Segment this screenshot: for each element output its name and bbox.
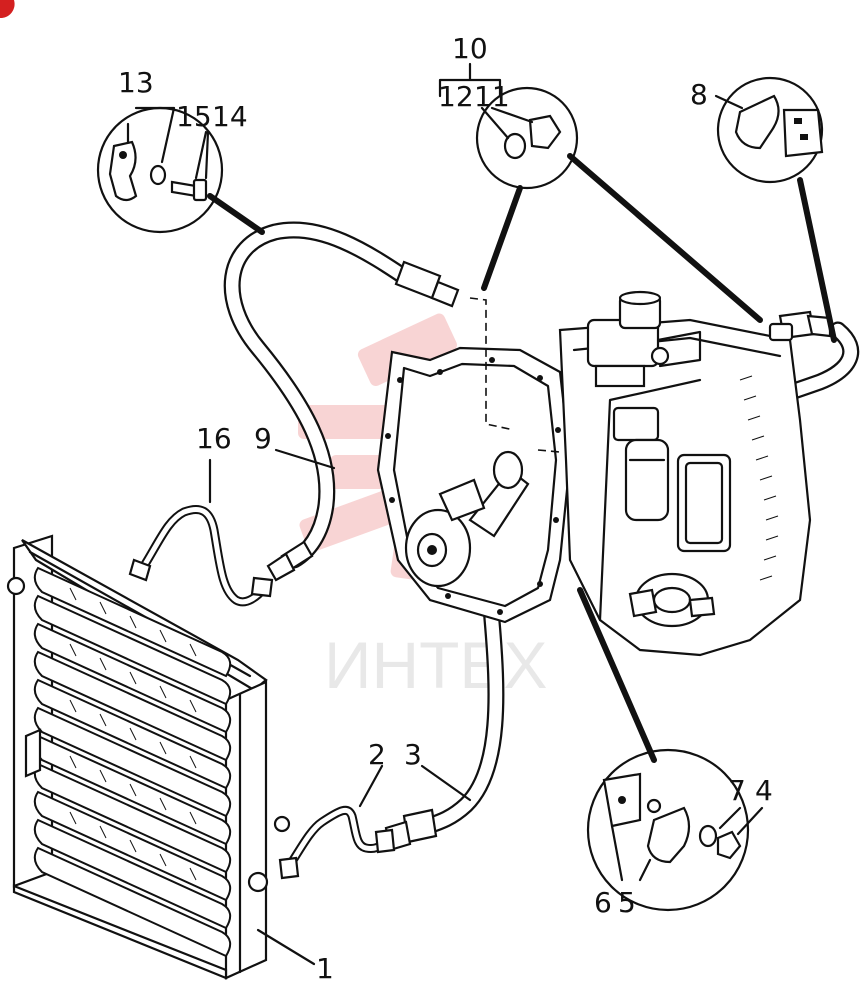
valve-block bbox=[586, 290, 702, 388]
cooler-tubes bbox=[33, 566, 232, 958]
part-label-5: 5 bbox=[618, 886, 636, 919]
housing-shading bbox=[739, 375, 779, 581]
top-right-fitting bbox=[768, 322, 794, 342]
part-label-3: 3 bbox=[404, 738, 422, 771]
oil-cooler bbox=[6, 534, 291, 980]
part-number-labels: 1 2 3 4 5 6 7 8 9 10 11 12 13 14 15 16 bbox=[118, 32, 773, 985]
washer-7-icon bbox=[698, 824, 718, 848]
clip-5-icon bbox=[646, 806, 691, 864]
pipe-2 bbox=[278, 805, 396, 880]
watermark-text: ИНТЕХ bbox=[324, 628, 547, 702]
corner-marker bbox=[0, 0, 15, 19]
output-coupling bbox=[628, 572, 716, 628]
washer-15-icon bbox=[149, 164, 167, 186]
leader-lines bbox=[208, 448, 472, 966]
part-label-2: 2 bbox=[368, 738, 386, 771]
cooler-port-upper bbox=[273, 815, 291, 833]
part-label-12: 12 bbox=[438, 80, 474, 113]
hidden-line-2 bbox=[537, 449, 561, 453]
part-label-14: 14 bbox=[212, 100, 248, 133]
transmission-assembly bbox=[376, 290, 812, 657]
cooler-bolt-top bbox=[6, 576, 26, 596]
nut-4-icon bbox=[716, 830, 742, 860]
hose-assembly-9 bbox=[223, 221, 460, 582]
part-label-7: 7 bbox=[728, 774, 746, 807]
part-label-16: 16 bbox=[196, 422, 232, 455]
part-label-13: 13 bbox=[118, 66, 154, 99]
side-cover bbox=[676, 453, 732, 553]
part-label-9: 9 bbox=[254, 422, 272, 455]
pipe-16 bbox=[128, 504, 274, 607]
part-label-15: 15 bbox=[176, 100, 212, 133]
cooler-port-lower bbox=[247, 871, 269, 893]
o-ring-12-icon bbox=[503, 132, 527, 160]
part-label-8: 8 bbox=[690, 78, 708, 111]
part-label-1: 1 bbox=[316, 952, 334, 985]
callout-8 bbox=[714, 76, 837, 343]
nipple-11-icon bbox=[528, 114, 562, 150]
cooler-bracket-left bbox=[24, 728, 42, 778]
part-label-11: 11 bbox=[474, 80, 510, 113]
input-pump bbox=[404, 450, 530, 588]
part-label-6: 6 bbox=[594, 886, 612, 919]
cooler-fin-shading bbox=[69, 587, 197, 881]
block-8-icon bbox=[782, 108, 824, 158]
hidden-line-1 bbox=[469, 297, 515, 431]
part-label-10: 10 bbox=[452, 32, 488, 65]
clip-8-icon bbox=[734, 94, 780, 150]
callout-10-11-12 bbox=[438, 62, 763, 323]
filter-canister bbox=[612, 406, 670, 522]
callout-4-5-6-7 bbox=[577, 587, 764, 912]
part-label-4: 4 bbox=[755, 774, 773, 807]
callout-13-14-15 bbox=[96, 106, 265, 235]
hose-clip-13-icon bbox=[108, 140, 138, 202]
bolt-14-icon bbox=[170, 180, 198, 198]
